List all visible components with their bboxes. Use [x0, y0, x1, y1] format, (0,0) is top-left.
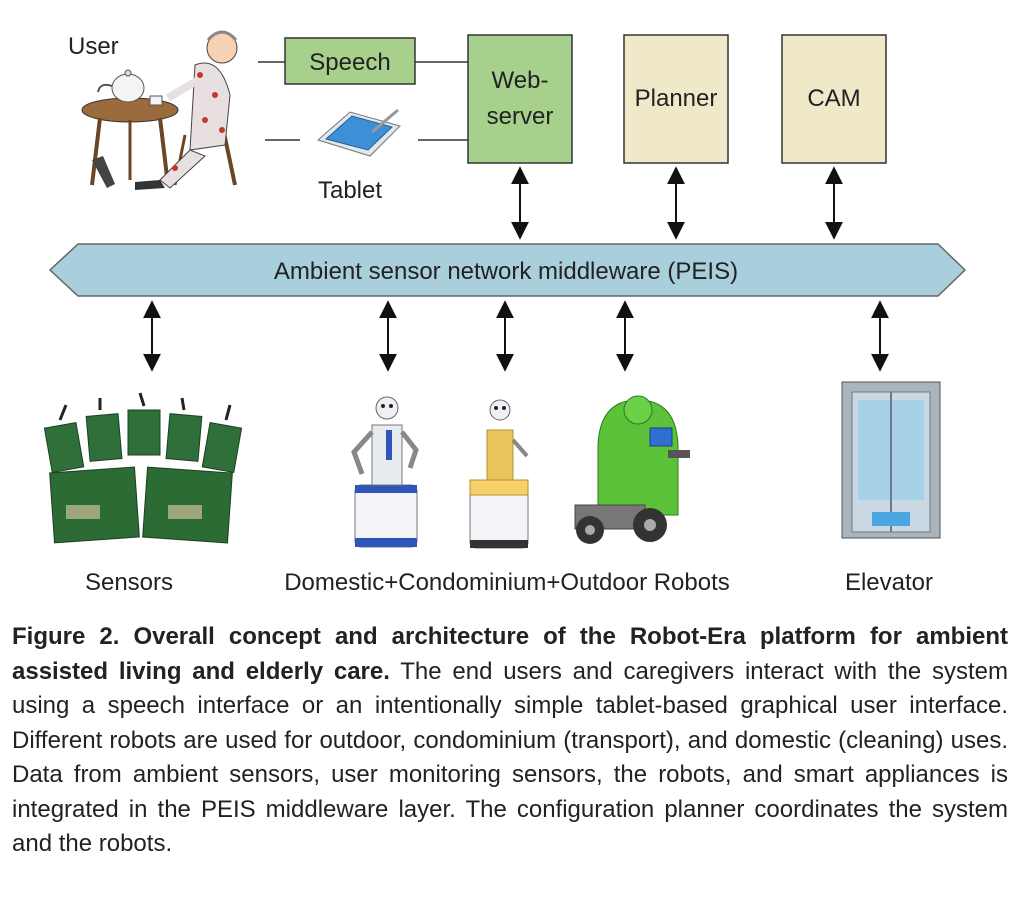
user-illustration: [81, 30, 238, 190]
outdoor-robot-image: [574, 395, 690, 544]
speech-label: Speech: [309, 49, 390, 76]
sensors-label: Sensors: [85, 569, 173, 596]
webserver-box: [467, 34, 573, 164]
elevator-label: Elevator: [845, 569, 933, 596]
webserver-label-line2: server: [487, 103, 554, 130]
cam-box: [781, 34, 887, 164]
speech-box: [284, 37, 416, 85]
planner-box: [623, 34, 729, 164]
planner-label: Planner: [635, 85, 718, 112]
middleware-label: Ambient sensor network middleware (PEIS): [274, 258, 738, 285]
tablet-icon: [316, 108, 401, 157]
cam-label: CAM: [807, 85, 860, 112]
robots-label: Domestic+Condominium+Outdoor Robots: [284, 569, 730, 596]
figure-caption: Figure 2. Overall concept and architectu…: [12, 620, 1008, 862]
middleware-bar: [48, 243, 967, 297]
webserver-label-line1: Web-: [492, 67, 549, 94]
tablet-label: Tablet: [318, 177, 382, 204]
domestic-robot-image: [351, 396, 419, 548]
caption-title: Figure 2. Overall concept and architectu…: [12, 623, 1008, 685]
sensor-boards-image: [43, 392, 243, 544]
condominium-robot-image: [469, 399, 529, 549]
user-label: User: [68, 33, 119, 60]
caption-body: The end users and caregivers interact wi…: [12, 657, 1009, 858]
elevator-image: [841, 381, 941, 539]
architecture-diagram: User Speech: [43, 30, 967, 596]
